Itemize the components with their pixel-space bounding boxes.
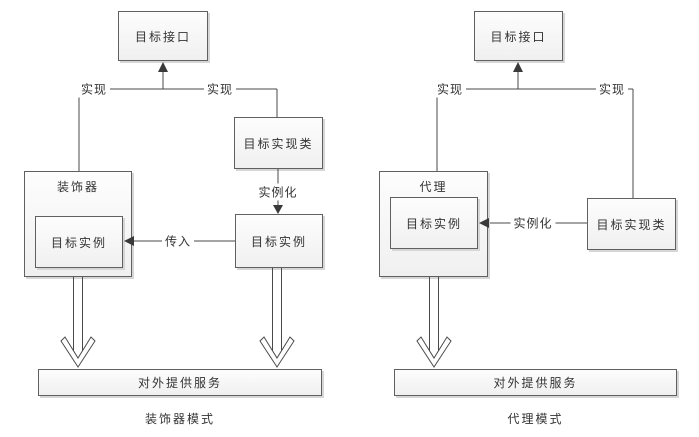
decorator-service-arrow-left [60,277,96,368]
decorator-impl-class-box: 目标实现类 [234,117,323,169]
decorator-instantiate-edge-label: 实例化 [255,183,301,201]
decorator-target-interface-box: 目标接口 [118,11,208,61]
decorator-pass-in-arrowhead-icon [124,236,134,246]
proxy-target-interface-label: 目标接口 [490,29,547,44]
decorator-inner-instance-box: 目标实例 [35,216,123,268]
hollow-chevron-arrowhead-icon [259,336,295,368]
proxy-service-label: 对外提供服务 [493,376,578,390]
proxy-pattern-caption: 代理模式 [507,412,564,426]
proxy-inner-instance-label: 目标实例 [405,216,462,231]
decorator-implement-left-edge-label: 实现 [77,80,111,98]
decorator-pattern-caption: 装饰器模式 [144,412,215,426]
decorator-service-box: 对外提供服务 [38,369,322,396]
proxy-box-label: 代理 [419,180,448,194]
decorator-impl-class-label: 目标实现类 [243,136,314,151]
decorator-box-label: 装饰器 [56,180,99,194]
decorator-pass-in-edge-label: 传入 [161,232,195,250]
proxy-instantiate-edge-label: 实例化 [510,214,556,232]
decorator-inner-instance-label: 目标实例 [50,235,107,250]
proxy-implement-left-edge-label: 实现 [433,80,467,98]
hollow-chevron-arrowhead-icon [60,336,96,368]
decorator-implements-connector [78,62,278,171]
decorator-target-instance-box: 目标实例 [235,214,323,268]
proxy-implement-right-edge-label: 实现 [595,80,629,98]
decorator-implements-arrowhead-icon [158,62,168,72]
proxy-service-box: 对外提供服务 [394,369,677,396]
proxy-impl-class-box: 目标实现类 [587,198,676,250]
proxy-service-arrow [416,277,452,368]
proxy-instantiate-arrowhead-icon [479,218,489,228]
decorator-service-label: 对外提供服务 [137,376,222,390]
decorator-instantiate-arrowhead-icon [273,205,283,214]
proxy-target-interface-box: 目标接口 [474,11,563,61]
decorator-target-interface-label: 目标接口 [134,29,191,44]
proxy-inner-instance-box: 目标实例 [390,197,478,249]
decorator-implement-right-edge-label: 实现 [203,80,237,98]
decorator-target-instance-label: 目标实例 [250,234,307,249]
decorator-service-arrow-right [259,268,295,368]
hollow-chevron-arrowhead-icon [416,336,452,368]
proxy-implements-arrowhead-icon [513,62,523,72]
proxy-impl-class-label: 目标实现类 [596,217,667,232]
